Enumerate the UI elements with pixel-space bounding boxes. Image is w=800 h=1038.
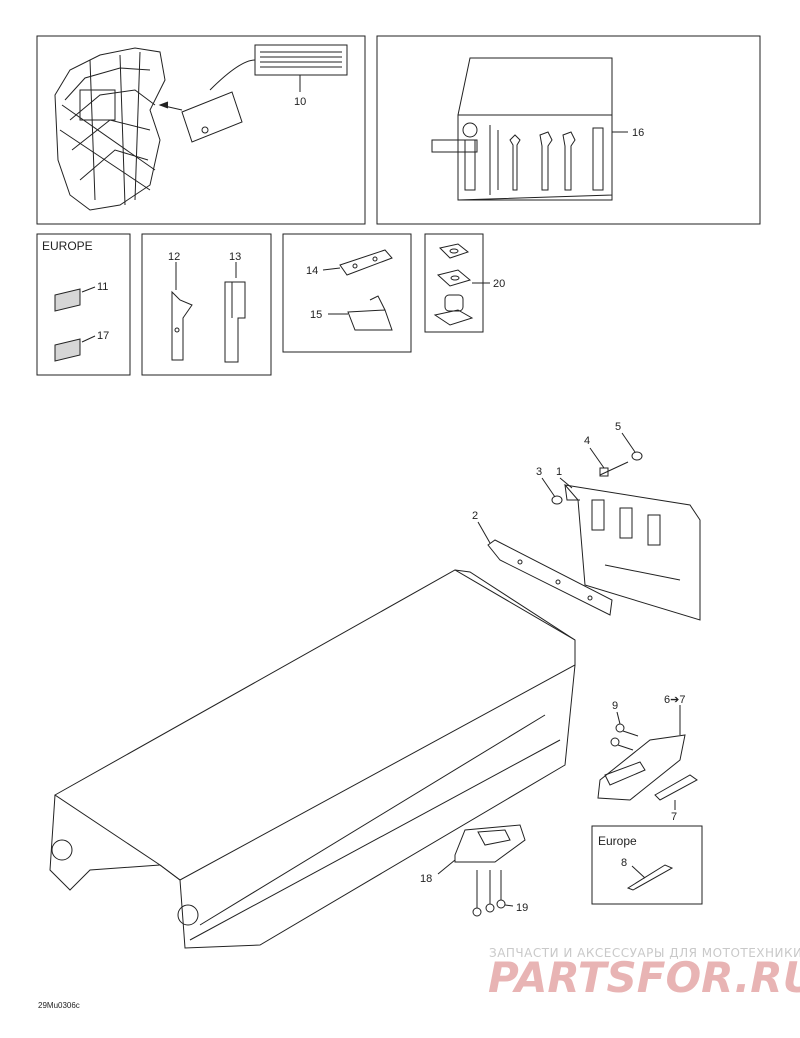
callout-12: 12 <box>168 251 180 263</box>
panel-europe-decals <box>36 233 131 376</box>
wrench-13 <box>224 262 246 363</box>
leader-1 <box>559 477 573 489</box>
callout-8: 8 <box>621 857 627 869</box>
callout-11: 11 <box>97 281 108 293</box>
callout-3: 3 <box>536 466 542 478</box>
region-label-europe-2: Europe <box>598 834 637 848</box>
callout-1: 1 <box>556 466 562 478</box>
watermark-brand: PARTSFOR.RU <box>488 953 800 1002</box>
washer-3 <box>541 477 563 505</box>
callout-15: 15 <box>310 309 322 321</box>
hood-drawing <box>54 47 166 211</box>
callout-9: 9 <box>612 700 618 712</box>
panel-hood <box>36 35 366 225</box>
snow-flap <box>563 484 701 621</box>
callout-4: 4 <box>584 435 590 447</box>
callout-20: 20 <box>493 278 505 290</box>
plate-18 <box>437 824 526 875</box>
flap-bracket-2 <box>477 521 613 616</box>
screws-9 <box>610 711 639 751</box>
nut-5 <box>621 432 643 461</box>
tunnel-drawing <box>49 569 576 949</box>
bracket-15 <box>328 295 393 331</box>
callout-labels: 10 16 EUROPE 11 17 12 13 14 15 20 5 4 3 … <box>42 96 685 914</box>
region-label-europe: EUROPE <box>42 239 93 253</box>
wrench-12 <box>171 262 193 361</box>
panel-wrenches <box>141 233 272 376</box>
callout-10: 10 <box>294 96 306 108</box>
callout-16: 16 <box>632 127 644 139</box>
callout-17: 17 <box>97 330 109 342</box>
bracket-14 <box>322 249 393 276</box>
watermark-caption: ЗАПЧАСТИ И АКСЕССУАРЫ ДЛЯ МОТОТЕХНИКИ <box>489 946 800 960</box>
decal-plate <box>158 91 243 143</box>
panel-toolkit <box>376 35 761 225</box>
callout-5: 5 <box>615 421 621 433</box>
callout-14: 14 <box>306 265 318 277</box>
panel-brackets <box>282 233 412 353</box>
decal-17 <box>54 335 96 362</box>
rear-handle <box>597 705 698 810</box>
screws-19 <box>472 870 514 917</box>
drawing-code: 29Mu0306c <box>38 1001 80 1010</box>
decal-11 <box>54 286 96 312</box>
callout-6-7: 6➔7 <box>664 694 685 706</box>
callout-13: 13 <box>229 251 241 263</box>
emblem-8 <box>626 864 674 891</box>
panel-europe-emblem <box>591 825 703 905</box>
bolt-4 <box>589 447 629 477</box>
part-20-stack <box>433 243 490 326</box>
callout-18: 18 <box>420 873 432 885</box>
callout-2: 2 <box>472 510 478 522</box>
label-10-decal <box>209 44 348 92</box>
callout-19: 19 <box>516 902 528 914</box>
callout-7: 7 <box>671 811 677 823</box>
toolkit-drawing <box>431 57 628 201</box>
